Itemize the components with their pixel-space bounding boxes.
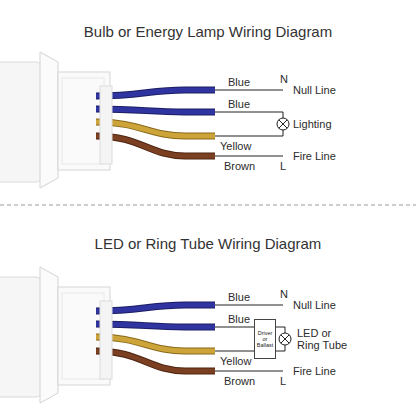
lamp-lead — [215, 130, 283, 136]
section-divider — [0, 205, 416, 206]
wire-color-label: Blue — [228, 291, 250, 303]
sensor-with-wires — [0, 52, 215, 188]
null-line — [215, 90, 283, 91]
circuit-lines — [215, 90, 291, 371]
wire-color-label: Yellow — [220, 140, 251, 152]
fire-line — [215, 371, 283, 372]
wire-color-label: Yellow — [220, 355, 251, 367]
diagram-title: Bulb or Energy Lamp Wiring Diagram — [0, 24, 416, 41]
driver-label: Driver or Ballast — [255, 330, 275, 349]
wire-color-label: Blue — [228, 98, 250, 110]
terminal-letter: L — [280, 160, 286, 172]
null-line — [215, 305, 283, 306]
wire-color-label: Blue — [228, 76, 250, 88]
lamp-lead — [275, 345, 285, 351]
terminal-letter: N — [280, 288, 288, 300]
terminal-letter: N — [280, 73, 288, 85]
lamp-lead — [215, 112, 283, 118]
lamp-symbol — [277, 118, 289, 130]
terminal-letter: L — [280, 375, 286, 387]
driver-box: Driver or Ballast — [254, 319, 276, 359]
line-name: Null Line — [293, 299, 336, 311]
sensor-with-wires — [0, 267, 215, 403]
lamp-cross — [281, 335, 289, 343]
load-name: Lighting — [293, 118, 332, 130]
line-name: Null Line — [293, 84, 336, 96]
line-name: Fire Line — [293, 150, 336, 162]
driver-lead — [215, 351, 255, 352]
load-name: LED or Ring Tube — [297, 327, 353, 351]
lamp-lead — [275, 327, 285, 333]
lamp-cross — [279, 120, 287, 128]
line-name: Fire Line — [293, 365, 336, 377]
fire-line — [215, 156, 283, 157]
wire-color-label: Blue — [228, 313, 250, 325]
wire-color-label: Brown — [224, 375, 255, 387]
wire-color-label: Brown — [224, 160, 255, 172]
section-title: LED or Ring Tube Wiring Diagram — [0, 236, 416, 253]
lamp-symbol — [279, 333, 291, 345]
driver-lead — [215, 327, 255, 328]
